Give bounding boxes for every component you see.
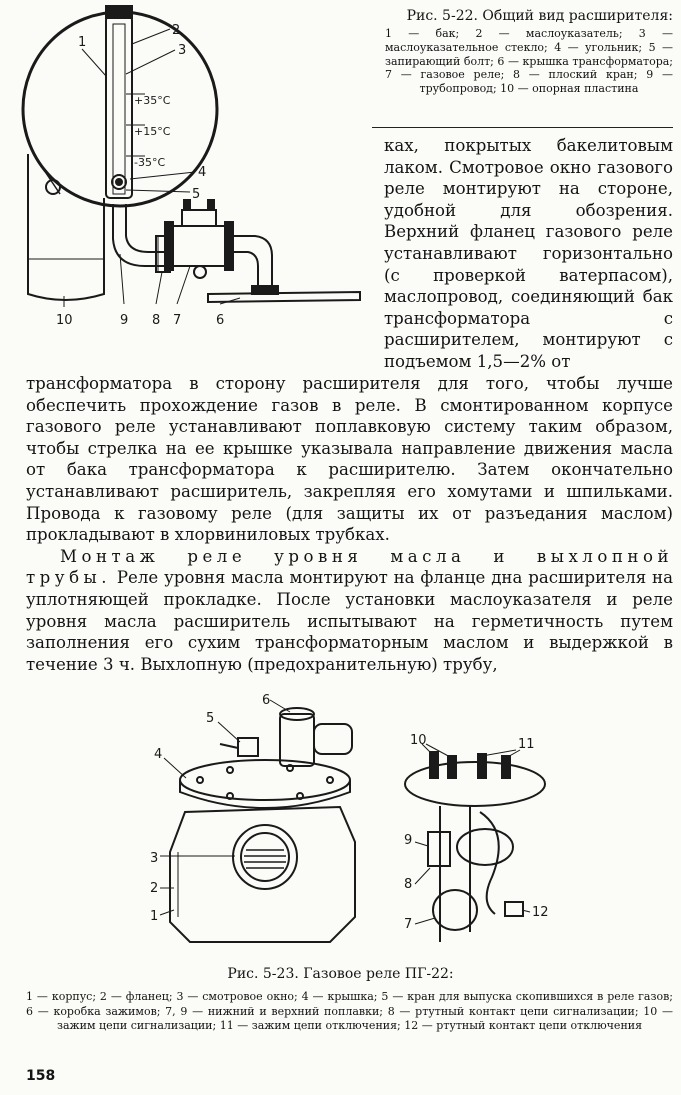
paragraph-1: трансформатора в сторону расширителя для… xyxy=(26,374,673,545)
fig2-label-9: 9 xyxy=(404,833,412,848)
fig2-label-7: 7 xyxy=(404,917,412,932)
fig1-label-8: 8 xyxy=(152,313,160,328)
figure-5-23-legend: 1 — корпус; 2 — фланец; 3 — смотровое ок… xyxy=(26,990,673,1033)
fig2-label-6: 6 xyxy=(262,693,270,708)
fig2-label-3: 3 xyxy=(150,851,158,866)
fig1-label-5: 5 xyxy=(192,187,200,202)
fig2-label-10: 10 xyxy=(410,733,427,748)
caption-divider xyxy=(372,127,673,128)
temp-mark-low: -35°C xyxy=(134,156,165,169)
body-text: трансформатора в сторону расширителя для… xyxy=(26,373,673,675)
section-heading: Монтаж реле уровня масла и выхлопной тру… xyxy=(26,546,673,588)
fig1-label-1: 1 xyxy=(78,35,86,50)
figure-5-23-title: Рис. 5-23. Газовое реле ПГ-22: xyxy=(227,966,454,982)
paragraph-2: Монтаж реле уровня масла и выхлопной тру… xyxy=(26,546,673,676)
fig2-label-5: 5 xyxy=(206,711,214,726)
temp-mark-mid: +15°C xyxy=(134,125,171,138)
fig1-label-2: 2 xyxy=(172,23,180,38)
figure-5-22-caption: Рис. 5-22. Общий вид расширителя: 1 — ба… xyxy=(385,8,673,96)
fig1-label-10: 10 xyxy=(56,313,73,328)
fig2-label-11: 11 xyxy=(518,737,535,752)
fig2-label-8: 8 xyxy=(404,877,412,892)
fig1-label-9: 9 xyxy=(120,313,128,328)
expander-drawing: 1 2 3 4 5 6 7 8 9 10 +35°C +15°C -35°C xyxy=(21,5,361,328)
fig1-label-7: 7 xyxy=(173,313,181,328)
fig2-label-2: 2 xyxy=(150,881,158,896)
fig2-label-12: 12 xyxy=(532,905,549,920)
text-wrap-column: ках, покрытых бакелитовым лаком. Смотров… xyxy=(384,136,673,371)
figure-5-22-title: Рис. 5-22. Общий вид расширителя: xyxy=(406,8,673,24)
temp-mark-high: +35°C xyxy=(134,94,171,107)
fig1-label-3: 3 xyxy=(178,43,186,58)
fig2-label-4: 4 xyxy=(154,747,162,762)
fig1-label-4: 4 xyxy=(198,165,206,180)
page-number: 158 xyxy=(26,1068,56,1084)
gas-relay-drawing: 3 2 1 4 5 6 10 11 9 8 7 12 xyxy=(150,693,549,943)
fig1-label-6: 6 xyxy=(216,313,224,328)
figure-5-22-legend: 1 — бак; 2 — маслоуказатель; 3 — маслоук… xyxy=(385,27,673,96)
fig2-label-1: 1 xyxy=(150,909,158,924)
paragraph-2-body: Реле уровня масла монтируют на фланце дн… xyxy=(26,568,673,674)
